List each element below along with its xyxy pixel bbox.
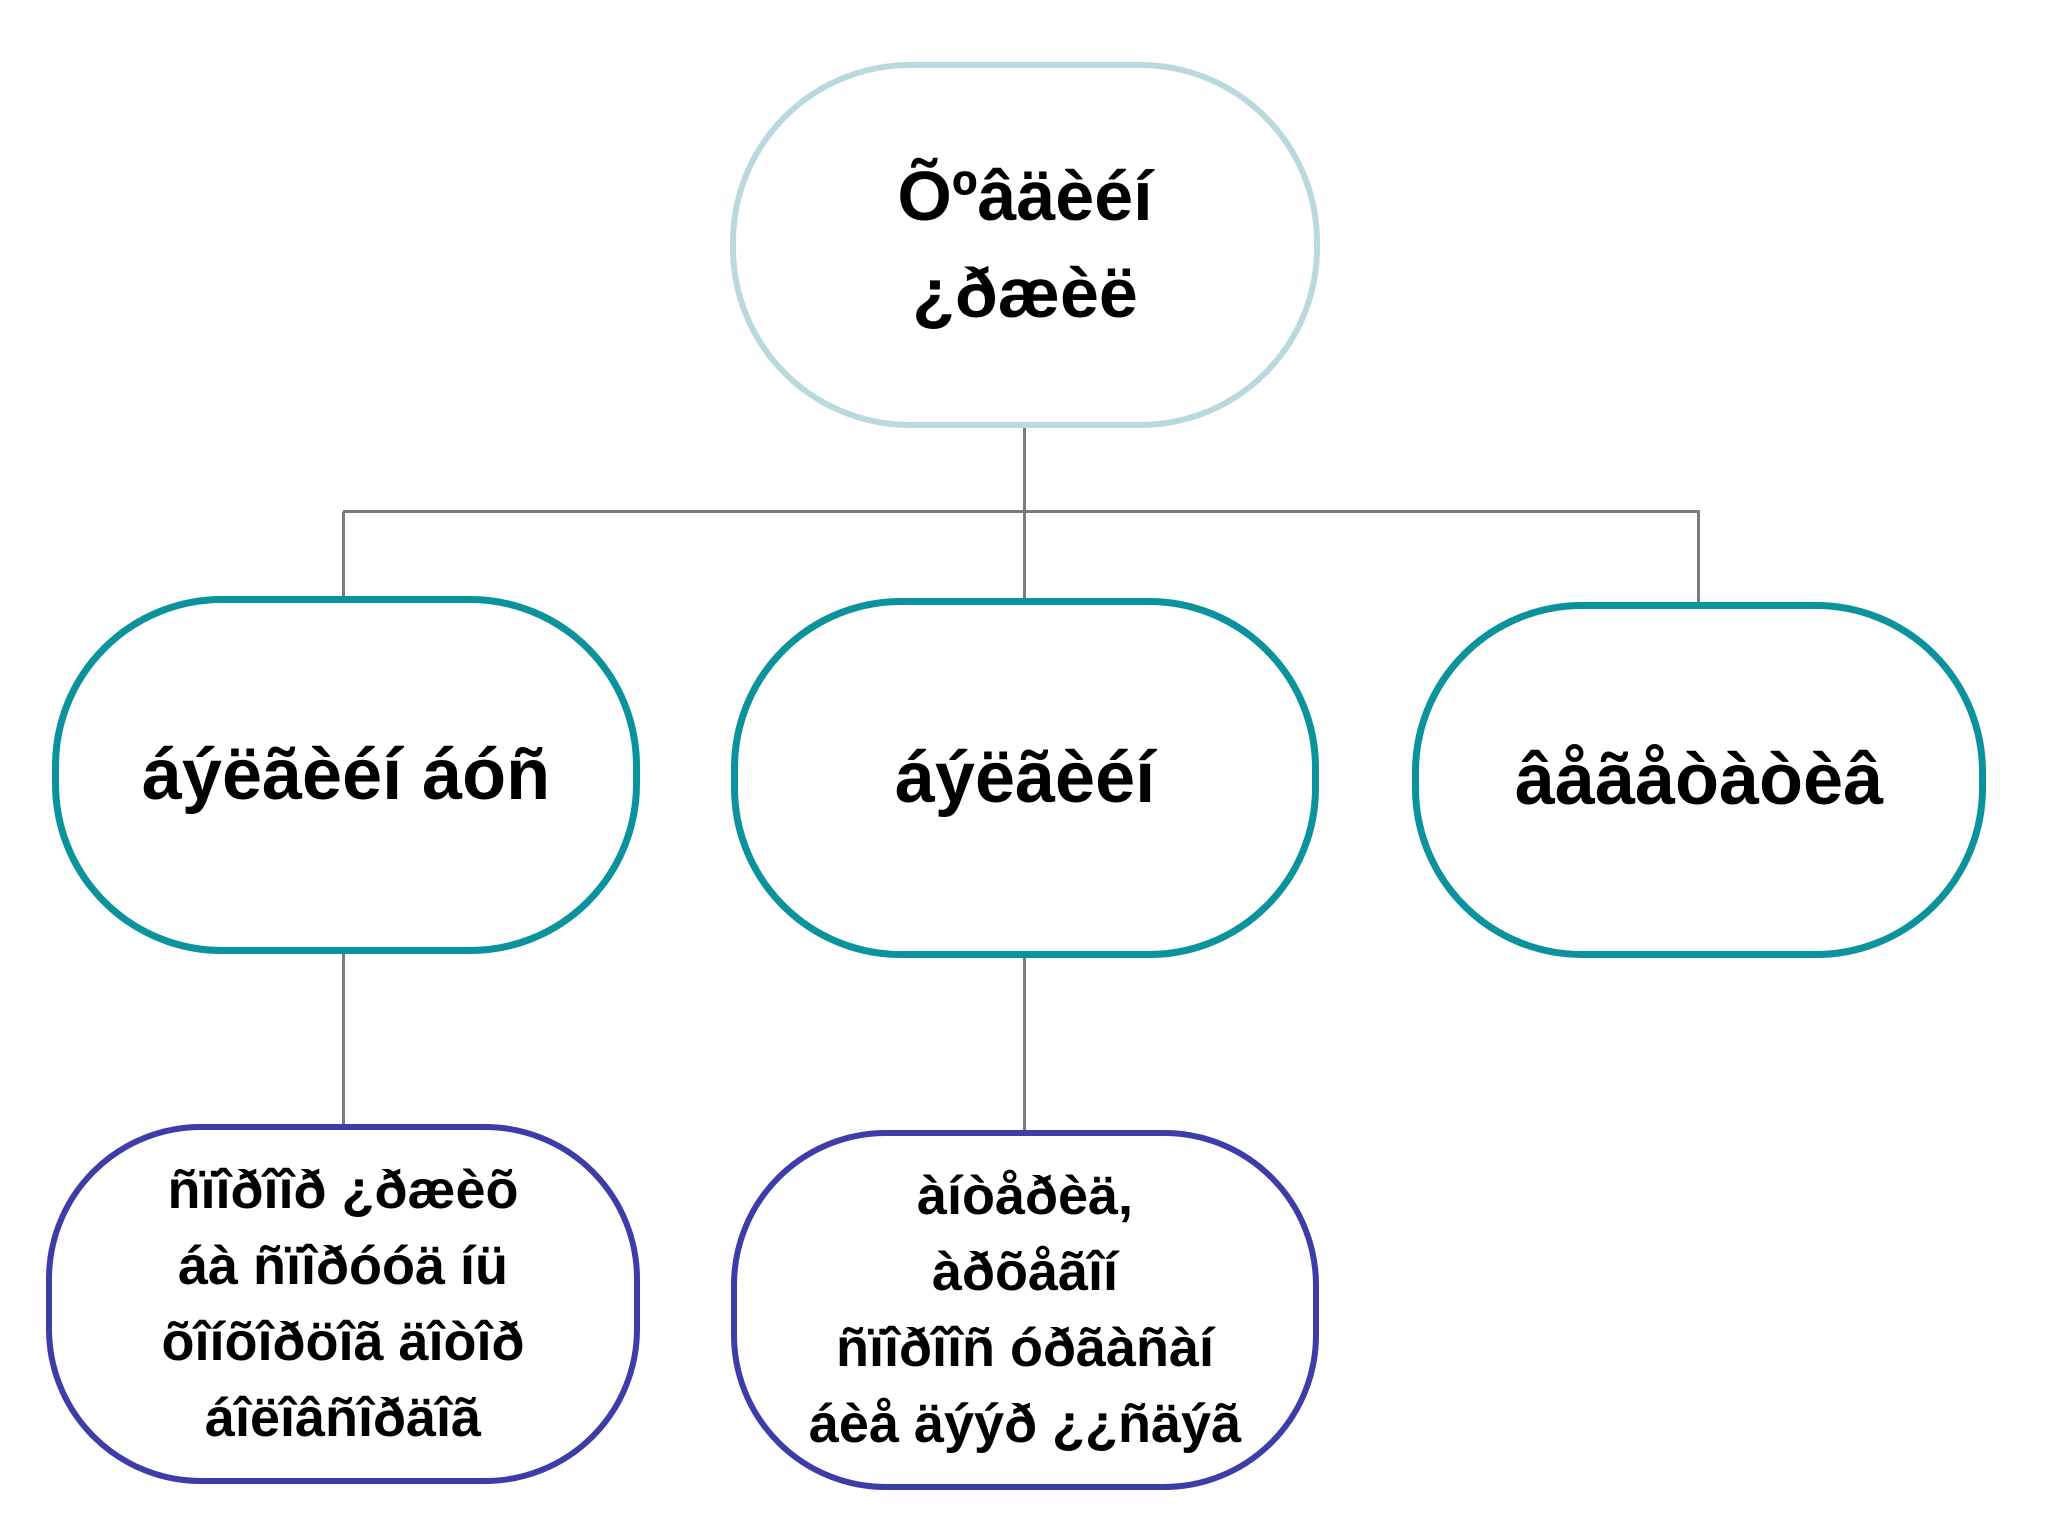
connector-root-trunk	[1023, 424, 1026, 512]
connector-horizontal-bar	[343, 510, 1700, 513]
connector-drop-left	[342, 512, 345, 598]
leaf-node-gametes: àíòåðèä, àðõåãîí ñïîðîîñ óðãàñàí áèå äýý…	[731, 1130, 1319, 1490]
branch-node-asexual: áýëãèéí áóñ	[52, 596, 640, 954]
branch-node-vegetative: âåãåòàòèâ	[1412, 602, 1986, 958]
leaf-node-spores: ñïîðîîð ¿ðæèõ áà ñïîðóóä íü õîíõîðöîã äî…	[46, 1124, 640, 1484]
branch-node-vegetative-label: âåãåòàòèâ	[1514, 740, 1884, 820]
leaf-node-spores-line3: õîíõîðöîã äîòîð	[161, 1312, 525, 1372]
branch-node-sexual: áýëãèéí	[731, 598, 1319, 958]
leaf-node-spores-line2: áà ñïîðóóä íü	[177, 1236, 509, 1296]
root-node: Õºâäèéí ¿ðæèë	[730, 62, 1320, 428]
root-node-line1: Õºâäèéí	[897, 157, 1153, 235]
leaf-node-spores-line1: ñïîðîîð ¿ðæèõ	[167, 1160, 519, 1220]
leaf-node-gametes-line3: ñïîðîîñ óðãàñàí	[835, 1318, 1215, 1378]
leaf-node-gametes-line2: àðõåãîí	[931, 1242, 1119, 1302]
branch-node-asexual-label: áýëãèéí áóñ	[141, 735, 551, 815]
connector-drop-right	[1697, 512, 1700, 604]
connector-drop-middle	[1023, 512, 1026, 600]
connector-leaf-left	[342, 952, 345, 1126]
connector-leaf-middle	[1023, 958, 1026, 1132]
root-node-line2: ¿ðæèë	[912, 254, 1138, 332]
branch-node-sexual-label: áýëãèéí	[894, 738, 1156, 818]
leaf-node-spores-line4: áîëîâñîðäîã	[204, 1388, 482, 1448]
leaf-node-gametes-line4: áèå äýýð ¿¿ñäýã	[808, 1394, 1242, 1454]
leaf-node-gametes-line1: àíòåðèä,	[916, 1166, 1134, 1226]
